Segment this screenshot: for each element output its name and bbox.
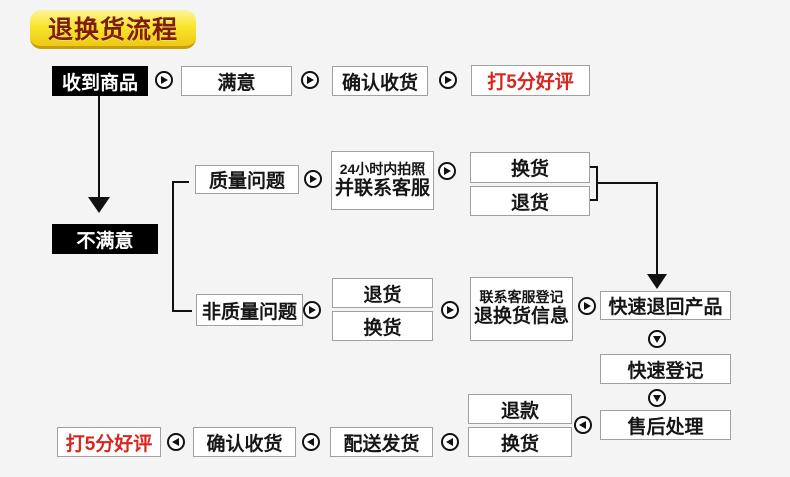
arrow-left-icon: [167, 433, 185, 451]
bracket-line: [172, 181, 189, 183]
bracket-line: [590, 166, 598, 168]
node-five-star-review-bottom: 打5分好评: [57, 427, 161, 457]
node-fast-return-product: 快速退回产品: [600, 291, 731, 320]
node-quality-issue: 质量问题: [195, 165, 299, 194]
arrowhead-down-icon: [647, 274, 667, 289]
node-contact-service-line1: 联系客服登记: [479, 289, 564, 306]
bracket-line: [590, 199, 598, 201]
arrow-right-icon: [303, 301, 321, 319]
arrow-down-icon: [648, 330, 666, 348]
arrow-right-icon: [304, 170, 322, 188]
node-photo-contact-line2: 并联系客服: [334, 177, 430, 199]
flow-title: 退换货流程: [30, 10, 196, 49]
arrow-right-icon: [301, 71, 319, 89]
node-exchange-quality: 换货: [470, 152, 590, 183]
node-confirm-receipt-bottom: 确认收货: [193, 427, 296, 457]
node-contact-service-line2: 退换货信息: [473, 306, 569, 327]
connector-line: [656, 182, 658, 274]
arrow-down-icon: [648, 389, 666, 407]
node-unsatisfied: 不满意: [52, 224, 158, 254]
node-photo-contact-service: 24小时内拍照 并联系客服: [331, 151, 434, 210]
node-fast-register: 快速登记: [600, 354, 731, 384]
arrow-right-icon: [578, 297, 596, 315]
arrow-right-icon: [155, 71, 173, 89]
connector-line: [596, 182, 658, 184]
node-five-star-review-top: 打5分好评: [471, 65, 590, 96]
bracket-line: [172, 310, 192, 312]
arrow-right-icon: [441, 301, 459, 319]
connector-line: [98, 96, 100, 197]
node-satisfied: 满意: [181, 66, 292, 96]
bracket-line: [172, 181, 174, 312]
node-confirm-receipt-top: 确认收货: [332, 66, 428, 96]
node-exchange-bottom: 换货: [468, 427, 572, 457]
node-return-quality: 退货: [470, 186, 590, 216]
node-refund: 退款: [468, 394, 572, 424]
arrow-left-icon: [574, 416, 592, 434]
node-contact-service-register: 联系客服登记 退换货信息: [470, 277, 573, 341]
arrow-right-icon: [438, 162, 456, 180]
node-exchange-nonquality: 换货: [332, 311, 433, 341]
arrowhead-down-icon: [88, 197, 110, 213]
node-photo-contact-line1: 24小时内拍照: [339, 160, 426, 177]
node-return-nonquality: 退货: [332, 278, 433, 308]
arrow-right-icon: [439, 71, 457, 89]
arrow-left-icon: [441, 433, 459, 451]
node-after-sales-processing: 售后处理: [600, 410, 731, 440]
node-delivery-shipping: 配送发货: [330, 427, 433, 457]
node-received-goods: 收到商品: [52, 66, 148, 96]
node-non-quality-issue: 非质量问题: [196, 294, 303, 326]
arrow-left-icon: [302, 433, 320, 451]
